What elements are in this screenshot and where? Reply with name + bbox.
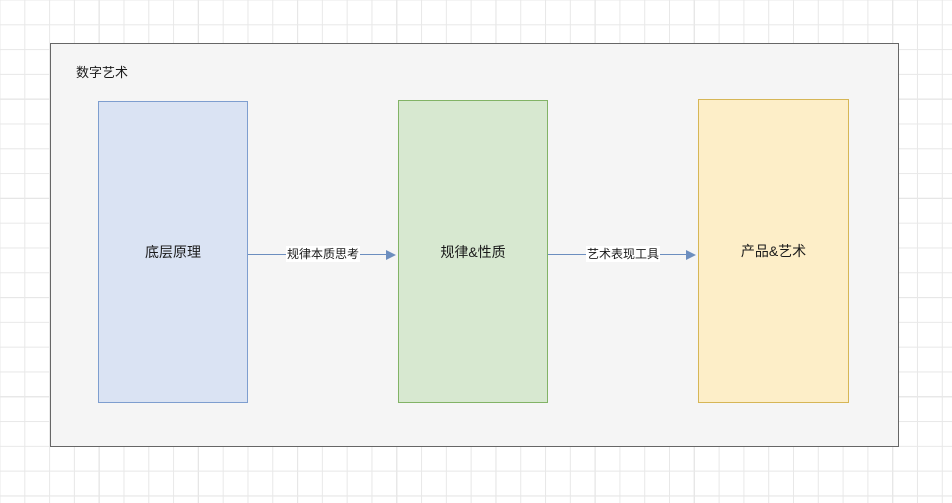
node-foundation[interactable]: 底层原理 (98, 101, 248, 403)
node-laws[interactable]: 规律&性质 (398, 100, 548, 403)
edge-foundation-to-laws-label: 规律本质思考 (285, 246, 361, 262)
node-laws-label: 规律&性质 (440, 243, 506, 260)
group-title-label: 数字艺术 (76, 65, 129, 80)
node-product-label: 产品&艺术 (740, 243, 807, 259)
arrow-right-icon (386, 249, 396, 260)
node-foundation-label: 底层原理 (145, 244, 201, 260)
edge-laws-to-product-label: 艺术表现工具 (585, 246, 661, 262)
node-product[interactable]: 产品&艺术 (698, 99, 849, 403)
arrow-right-icon (686, 249, 696, 260)
edge-laws-to-product[interactable]: 艺术表现工具 (548, 246, 698, 262)
edge-foundation-to-laws[interactable]: 规律本质思考 (248, 246, 398, 262)
